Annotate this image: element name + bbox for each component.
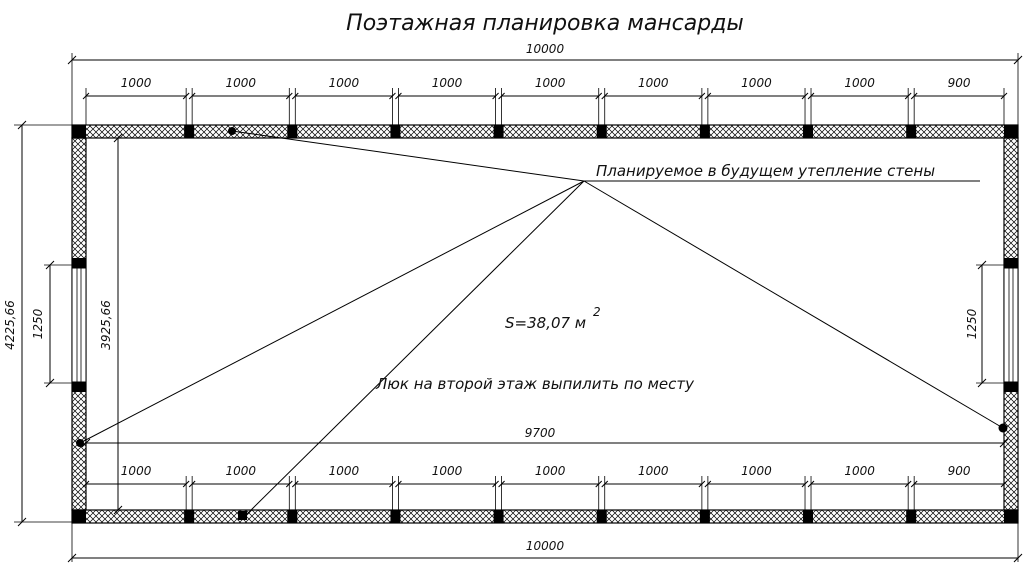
dim-bottom-segment-label: 1000 (535, 464, 566, 478)
wall-post (493, 125, 504, 138)
plan-title: Поэтажная планировка мансарды (346, 11, 744, 36)
dim-top-segment-label: 1000 (535, 76, 566, 90)
area-unit-power: 2 (593, 305, 601, 319)
dim-bottom-segment-label: 1000 (225, 464, 256, 478)
dim-overall-bottom-label: 10000 (526, 539, 565, 553)
dim-overall-bottom: 10000 (67, 522, 1023, 563)
dim-window-right-label: 1250 (965, 308, 979, 339)
wall-post (287, 510, 298, 523)
dim-top-segment: 1000 (395, 76, 499, 125)
wall-post (1004, 125, 1018, 138)
dim-top-segment: 1000 (498, 76, 603, 125)
wall-post (390, 125, 401, 138)
dim-top-segment: 1000 (291, 76, 396, 125)
wall-post (72, 258, 86, 268)
window-left (71, 267, 87, 383)
dim-top-segment-label: 1000 (741, 76, 772, 90)
wall-post (596, 510, 607, 523)
dim-top-segment-label: 1000 (329, 76, 360, 90)
dim-overall-top: 10000 (67, 42, 1023, 126)
wall-bottom (71, 509, 1019, 524)
dim-window-right: 1250 (965, 260, 1010, 388)
dim-window-left: 1250 (31, 260, 76, 388)
wall-post (287, 125, 298, 138)
dim-top-segment: 1000 (807, 76, 912, 125)
dim-top-segment-label: 1000 (638, 76, 669, 90)
dim-bottom-segment: 1000 (601, 464, 706, 510)
dim-top-segment-label: 1000 (844, 76, 875, 90)
dim-inner-length: 9700 (81, 426, 1009, 448)
dim-bottom-segment: 1000 (82, 464, 190, 510)
wall-post (184, 125, 195, 138)
dim-top-segment-label: 1000 (432, 76, 463, 90)
dim-top-segment: 1000 (82, 76, 190, 125)
dim-bottom-segment-label: 1000 (121, 464, 152, 478)
dim-bottom-segment-label: 1000 (329, 464, 360, 478)
dim-bottom-segment-label: 1000 (638, 464, 669, 478)
dim-bottom-segment: 1000 (395, 464, 499, 510)
wall-post (184, 510, 195, 523)
dim-bottom-segment: 900 (910, 464, 1008, 510)
dim-top-segment: 1000 (704, 76, 809, 125)
insulation-note: Планируемое в будущем утепление стены (596, 162, 935, 180)
wall-post (596, 125, 607, 138)
dim-bottom-segment: 1000 (188, 464, 293, 510)
dim-window-left-label: 1250 (31, 308, 45, 339)
dim-bottom-segment-label: 1000 (741, 464, 772, 478)
wall-post (699, 510, 710, 523)
area-label: S=38,07 м (505, 314, 586, 332)
wall-post (72, 125, 86, 138)
leader-lines (76, 127, 1008, 520)
wall-post (906, 125, 917, 138)
dim-overall-height-label: 4225,66 (3, 300, 17, 350)
wall-post (699, 125, 710, 138)
wall-post (1004, 510, 1018, 523)
dim-inner-height: 3925,66 (99, 133, 124, 515)
dim-segments-bottom: 1000 1000 1000 1000 1000 1000 1000 1000 900 (82, 464, 1008, 510)
dim-bottom-segment-label: 1000 (844, 464, 875, 478)
dim-bottom-segment: 1000 (498, 464, 603, 510)
dim-bottom-segment-label: 900 (948, 464, 971, 478)
wall-post (390, 510, 401, 523)
wall-post (803, 510, 814, 523)
dim-inner-length-label: 9700 (525, 426, 556, 440)
dim-top-segment: 1000 (188, 76, 293, 125)
hatch-note: Люк на второй этаж выпилить по месту (375, 375, 695, 393)
dim-top-segment-label: 1000 (121, 76, 152, 90)
dim-inner-height-label: 3925,66 (99, 300, 113, 350)
dim-top-segment: 1000 (601, 76, 706, 125)
dim-segments-top: 1000 1000 1000 1000 1000 1000 1000 1000 900 (82, 76, 1008, 125)
dim-bottom-segment: 1000 (807, 464, 912, 510)
wall-post (72, 382, 86, 392)
dim-bottom-segment-label: 1000 (432, 464, 463, 478)
dim-top-segment-label: 1000 (225, 76, 256, 90)
wall-post (906, 510, 917, 523)
wall-post (1004, 382, 1018, 392)
dim-overall-top-label: 10000 (526, 42, 565, 56)
wall-top (71, 124, 1019, 139)
wall-post (803, 125, 814, 138)
dim-top-segment-label: 900 (948, 76, 971, 90)
dim-bottom-segment: 1000 (291, 464, 396, 510)
wall-posts (72, 125, 1018, 523)
dim-top-segment: 900 (910, 76, 1008, 125)
wall-post (1004, 258, 1018, 268)
dim-bottom-segment: 1000 (704, 464, 809, 510)
window-right (1003, 267, 1019, 383)
dim-overall-height: 4225,66 (3, 120, 80, 527)
wall-post (72, 510, 86, 523)
wall-post (493, 510, 504, 523)
